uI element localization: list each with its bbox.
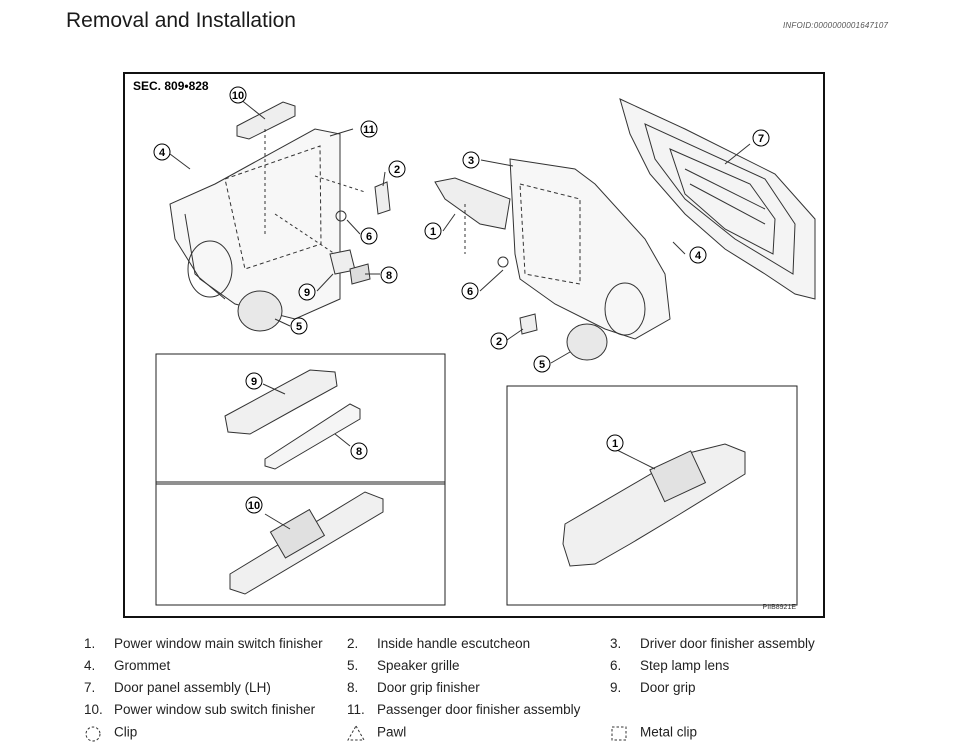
svg-text:10: 10 bbox=[232, 90, 244, 102]
legend-item: 7.Door panel assembly (LH) bbox=[84, 680, 271, 695]
legend-symbol-metal-clip: Metal clip bbox=[610, 724, 697, 742]
legend-item: 11.Passenger door finisher assembly bbox=[347, 702, 581, 717]
speaker-grille-mid bbox=[566, 323, 608, 361]
callout-4b: 4 bbox=[689, 246, 707, 264]
legend-symbol-clip: Clip bbox=[84, 724, 137, 742]
svg-text:7: 7 bbox=[758, 133, 764, 145]
callout-6b: 6 bbox=[461, 282, 479, 300]
svg-text:11: 11 bbox=[363, 124, 375, 136]
svg-text:1: 1 bbox=[612, 438, 618, 450]
callout-10a: 10 bbox=[229, 86, 247, 104]
svg-text:9: 9 bbox=[251, 376, 257, 388]
pawl-icon bbox=[347, 724, 365, 741]
callout-11a: 11 bbox=[360, 120, 378, 138]
svg-text:9: 9 bbox=[304, 287, 310, 299]
legend-item: 3.Driver door finisher assembly bbox=[610, 636, 815, 651]
callout-2a: 2 bbox=[388, 160, 406, 178]
speaker-grille-left bbox=[237, 290, 283, 332]
driver-door-finisher bbox=[509, 158, 671, 340]
svg-text:2: 2 bbox=[394, 164, 400, 176]
svg-text:8: 8 bbox=[356, 446, 362, 458]
callout-10b: 10 bbox=[245, 496, 263, 514]
exploded-diagram: 10 11 4 2 6 8 9 5 3 1 6 2 5 7 4 9 8 10 1… bbox=[123, 72, 825, 618]
legend-symbol-pawl: Pawl bbox=[347, 724, 406, 742]
callout-9a: 9 bbox=[298, 283, 316, 301]
callout-6a: 6 bbox=[360, 227, 378, 245]
svg-text:3: 3 bbox=[468, 155, 474, 167]
legend-item: 5.Speaker grille bbox=[347, 658, 460, 673]
legend-item: 10.Power window sub switch finisher bbox=[84, 702, 316, 717]
callout-2b: 2 bbox=[490, 332, 508, 350]
callout-7: 7 bbox=[752, 129, 770, 147]
legend-item: 6.Step lamp lens bbox=[610, 658, 730, 673]
door-grip-drawing bbox=[224, 369, 338, 435]
callout-9b: 9 bbox=[245, 372, 263, 390]
svg-text:5: 5 bbox=[539, 359, 545, 371]
svg-text:5: 5 bbox=[296, 321, 302, 333]
callout-4a: 4 bbox=[153, 143, 171, 161]
callout-3: 3 bbox=[462, 151, 480, 169]
svg-text:2: 2 bbox=[496, 336, 502, 348]
svg-text:4: 4 bbox=[159, 147, 166, 159]
svg-text:1: 1 bbox=[430, 226, 436, 238]
info-id: INFOID:0000000001647107 bbox=[783, 21, 889, 30]
page-title: Removal and Installation bbox=[66, 9, 296, 32]
svg-text:10: 10 bbox=[248, 500, 260, 512]
callout-8b: 8 bbox=[350, 442, 368, 460]
inset-door-grip bbox=[155, 353, 446, 485]
callout-1a: 1 bbox=[424, 222, 442, 240]
legend-item: 8.Door grip finisher bbox=[347, 680, 480, 695]
callout-5b: 5 bbox=[533, 355, 551, 373]
svg-text:6: 6 bbox=[366, 231, 372, 243]
sub-switch-finisher-top bbox=[236, 101, 296, 140]
callout-1b: 1 bbox=[606, 434, 624, 452]
callout-5a: 5 bbox=[290, 317, 308, 335]
main-switch-finisher-top bbox=[434, 177, 511, 230]
main-switch-finisher-detail bbox=[562, 443, 746, 567]
metal-clip-icon bbox=[611, 726, 627, 741]
diagram-drawing: 10 11 4 2 6 8 9 5 3 1 6 2 5 7 4 9 8 10 1 bbox=[153, 86, 816, 606]
svg-text:8: 8 bbox=[386, 270, 392, 282]
legend-item: 2.Inside handle escutcheon bbox=[347, 636, 531, 651]
legend-item: 4.Grommet bbox=[84, 658, 171, 673]
callout-8a: 8 bbox=[380, 266, 398, 284]
inset-main-switch bbox=[506, 385, 798, 606]
svg-text:4: 4 bbox=[695, 250, 702, 262]
legend-item: 9.Door grip bbox=[610, 680, 696, 695]
section-label: SEC. 809•828 bbox=[133, 79, 209, 93]
svg-text:6: 6 bbox=[467, 286, 473, 298]
clip-icon bbox=[85, 726, 101, 742]
legend-item: 1.Power window main switch finisher bbox=[84, 636, 323, 651]
inset-sub-switch bbox=[155, 481, 446, 606]
figure-code: PIIB8921E bbox=[762, 604, 796, 611]
